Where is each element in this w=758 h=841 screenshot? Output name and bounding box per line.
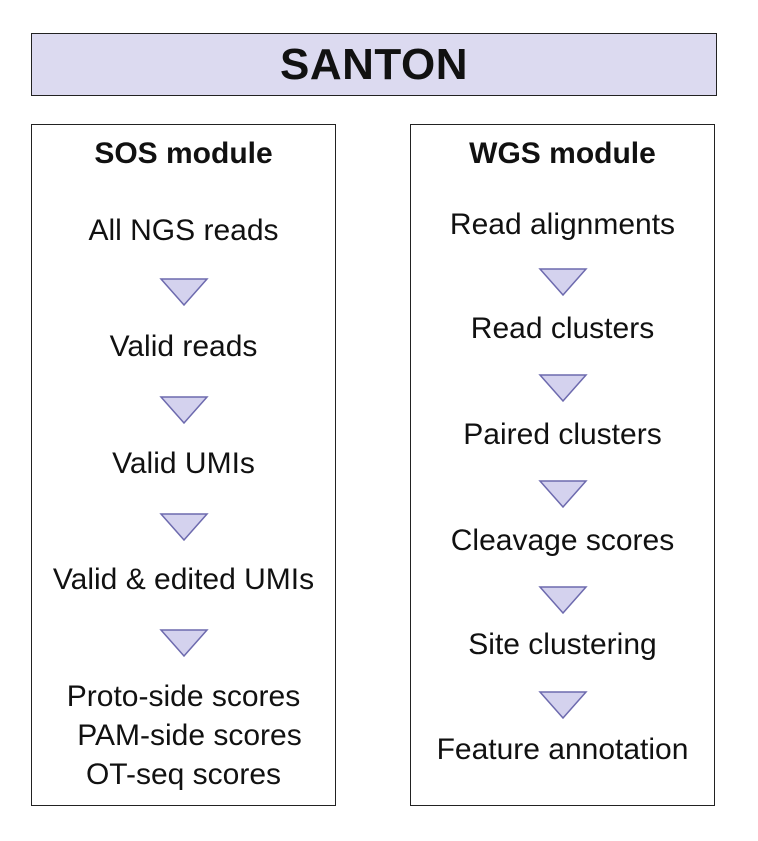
wgs-arrow-2-icon <box>537 373 588 403</box>
wgs-step-site-clustering: Site clustering <box>468 628 657 661</box>
sos-step-valid-umis: Valid UMIs <box>112 447 255 480</box>
diagram-title: SANTON <box>280 39 468 89</box>
sos-step-valid-edited-umis: Valid & edited UMIs <box>52 563 315 596</box>
wgs-step-feature-annotation: Feature annotation <box>436 733 689 766</box>
sos-arrow-2-icon <box>158 395 209 425</box>
wgs-step-read-clusters: Read clusters <box>470 312 655 345</box>
sos-final-pam-side-scores: PAM-side scores <box>77 719 302 752</box>
sos-module-title: SOS module <box>94 137 273 170</box>
sos-step-valid-reads: Valid reads <box>109 330 258 363</box>
wgs-arrow-1-icon <box>537 267 588 297</box>
sos-final-proto-side-scores: Proto-side scores <box>66 680 301 713</box>
wgs-module-title: WGS module <box>469 137 656 170</box>
sos-arrow-4-icon <box>158 628 209 658</box>
sos-arrow-1-icon <box>158 277 209 307</box>
sos-step-all-ngs-reads: All NGS reads <box>88 214 279 247</box>
wgs-arrow-5-icon <box>537 690 588 720</box>
wgs-arrow-3-icon <box>537 479 588 509</box>
wgs-module-box: WGS module Read alignments Read clusters… <box>410 124 715 806</box>
sos-arrow-3-icon <box>158 512 209 542</box>
wgs-step-read-alignments: Read alignments <box>449 208 676 241</box>
wgs-arrow-4-icon <box>537 585 588 615</box>
sos-module-box: SOS module All NGS reads Valid reads Val… <box>31 124 336 806</box>
sos-final-ot-seq-scores: OT-seq scores <box>85 758 282 791</box>
title-banner: SANTON <box>31 33 717 96</box>
wgs-step-paired-clusters: Paired clusters <box>463 418 662 451</box>
wgs-step-cleavage-scores: Cleavage scores <box>450 524 675 557</box>
